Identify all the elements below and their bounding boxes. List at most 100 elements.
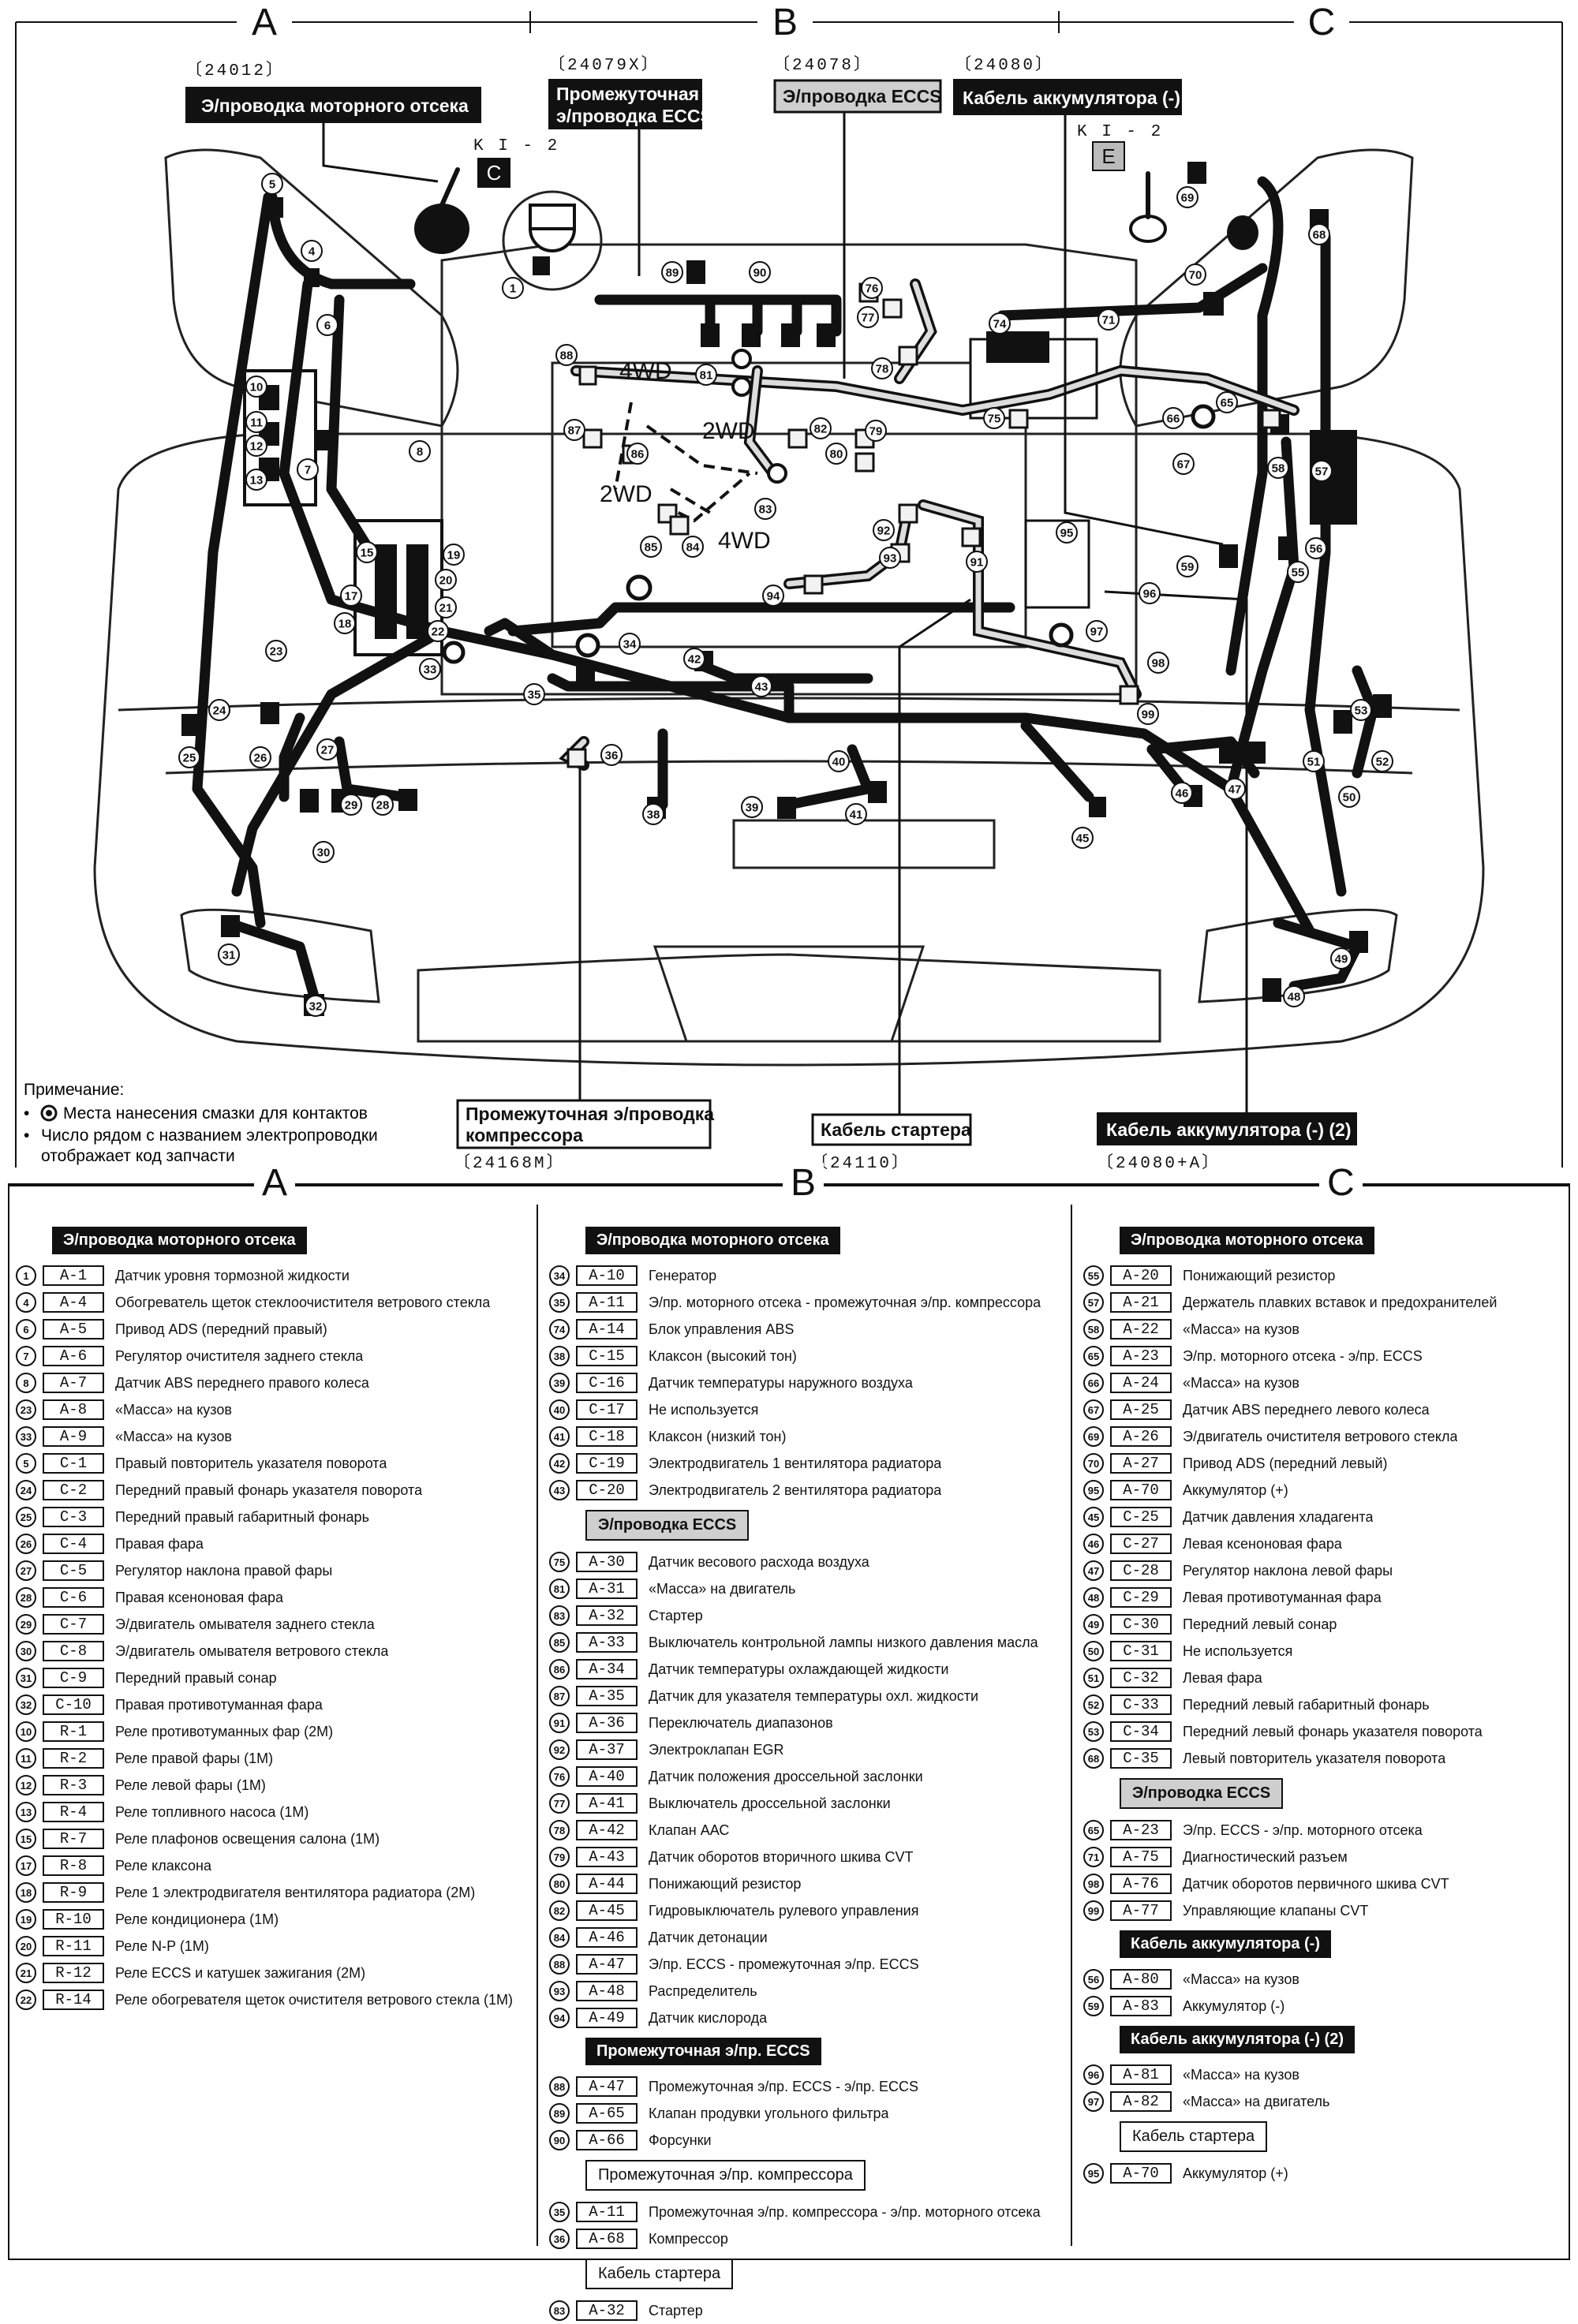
legend-section-b-4: Кабель стартера: [585, 2259, 734, 2289]
legend-description: Аккумулятор (+): [1183, 2165, 1288, 2181]
svg-text:45: 45: [1076, 832, 1090, 846]
note-line-2: Число рядом с названием электропроводки: [41, 1127, 378, 1145]
svg-text:79: 79: [869, 425, 883, 439]
legend-callout-number: 88: [549, 2076, 570, 2097]
callout-17: 17: [340, 585, 362, 607]
callout-78: 78: [871, 357, 893, 379]
legend-description: Передний левый фонарь указателя поворота: [1183, 1723, 1483, 1739]
note-line-3: отображает код запчасти: [41, 1147, 235, 1165]
callout-48: 48: [1283, 985, 1305, 1007]
svg-text:5: 5: [269, 178, 275, 192]
svg-text:57: 57: [1315, 465, 1329, 479]
svg-text:8: 8: [417, 446, 423, 459]
harness-label-battery: Кабель аккумулятора (-): [963, 88, 1180, 108]
harness-label-eccs-intermediate-1: Промежуточная: [556, 84, 699, 104]
legend-connector-code: A-1: [43, 1265, 104, 1286]
callout-91: 91: [966, 551, 988, 573]
legend-connector-code: A-9: [43, 1426, 104, 1447]
callout-6: 6: [316, 314, 338, 336]
svg-text:98: 98: [1152, 657, 1165, 671]
legend-description: Реле топливного насоса (1M): [115, 1803, 309, 1820]
legend-description: Передний правый сонар: [115, 1669, 277, 1686]
legend-callout-number: 69: [1083, 1426, 1104, 1447]
legend-connector-code: C-17: [576, 1399, 638, 1420]
legend-connector-code: C-7: [43, 1614, 104, 1635]
callout-24: 24: [208, 699, 230, 721]
legend-zone-a: A: [254, 1163, 296, 1204]
legend-connector-code: R-14: [43, 1990, 104, 2010]
legend-description: Стартер: [649, 2302, 703, 2318]
legend-description: Реле N-P (1M): [115, 1937, 209, 1954]
legend-description: Электродвигатель 2 вентилятора радиатора: [649, 1481, 942, 1498]
svg-text:34: 34: [623, 638, 637, 652]
svg-text:59: 59: [1181, 561, 1195, 574]
callout-45: 45: [1071, 827, 1094, 849]
harness-code-battery-2: 〔24080+A〕: [1097, 1153, 1221, 1173]
legend-connector-code: C-4: [43, 1534, 104, 1554]
legend-callout-number: 31: [16, 1668, 36, 1688]
legend-connector-code: A-81: [1110, 2064, 1172, 2085]
legend-connector-code: C-15: [576, 1346, 638, 1366]
harness-label-battery-2: Кабель аккумулятора (-) (2): [1106, 1119, 1352, 1140]
legend-description: Датчик температуры охлаждающей жидкости: [649, 1661, 949, 1677]
legend-callout-number: 25: [16, 1507, 36, 1527]
svg-text:1: 1: [510, 282, 516, 296]
legend-callout-number: 87: [549, 1686, 570, 1706]
legend-section-c-2: Кабель аккумулятора (-): [1120, 1930, 1331, 1958]
callout-28: 28: [372, 794, 394, 816]
wiring-diagram: A B C 〔24012〕 Э/проводка моторного отсек…: [15, 0, 1563, 1173]
svg-text:29: 29: [345, 799, 358, 813]
legend-description: Э/пр. ECCS - промежуточная э/пр. ECCS: [649, 1956, 919, 1972]
legend-callout-number: 68: [1083, 1748, 1104, 1769]
legend-callout-number: 22: [16, 1990, 36, 2010]
legend-callout-number: 12: [16, 1775, 36, 1795]
legend-section-c-0: Э/проводка моторного отсека: [1120, 1227, 1374, 1254]
legend-callout-number: 43: [549, 1480, 570, 1500]
legend-callout-number: 33: [16, 1426, 36, 1447]
svg-text:47: 47: [1228, 783, 1242, 797]
legend-description: «Масса» на кузов: [115, 1401, 232, 1418]
svg-text:55: 55: [1292, 566, 1305, 580]
svg-text:74: 74: [993, 318, 1007, 331]
callout-86: 86: [626, 443, 649, 465]
legend-description: Реле противотуманных фар (2M): [115, 1723, 334, 1739]
legend-callout-number: 15: [16, 1829, 36, 1849]
legend-description: Датчик оборотов вторичного шкива CVT: [649, 1848, 914, 1865]
harness-label-compressor-1: Промежуточная э/проводка: [466, 1104, 714, 1124]
legend-connector-code: A-34: [576, 1659, 638, 1679]
legend-callout-number: 8: [16, 1373, 36, 1393]
svg-text:17: 17: [345, 590, 358, 603]
legend-section-c-3: Кабель аккумулятора (-) (2): [1120, 2026, 1355, 2053]
legend-description: Аккумулятор (-): [1183, 1997, 1285, 2014]
svg-text:89: 89: [666, 267, 679, 280]
callout-76: 76: [861, 277, 883, 299]
legend-description: «Масса» на кузов: [1183, 1971, 1299, 1987]
callout-95: 95: [1056, 521, 1078, 544]
legend-callout-number: 6: [16, 1319, 36, 1339]
legend-callout-number: 35: [549, 2202, 570, 2222]
legend-connector-code: A-49: [576, 2008, 638, 2028]
legend-description: Реле плафонов освещения салона (1M): [115, 1830, 380, 1847]
legend-description: Передний правый фонарь указателя поворот…: [115, 1481, 423, 1498]
callout-46: 46: [1171, 782, 1193, 804]
legend-description: Клаксон (низкий тон): [649, 1428, 787, 1444]
ground-ref-left: K I - 2: [473, 137, 559, 155]
